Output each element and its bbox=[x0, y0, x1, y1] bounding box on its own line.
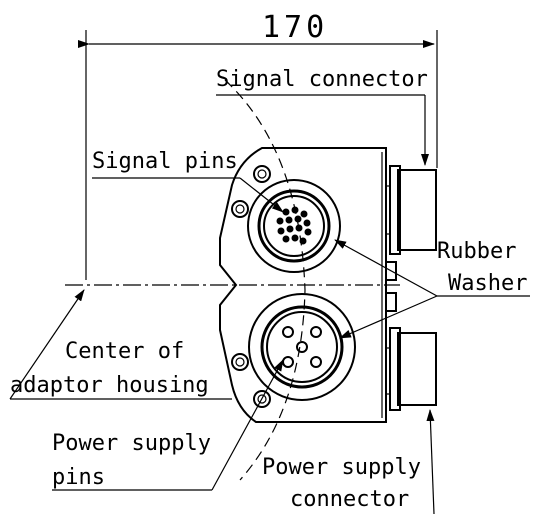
signal-connector bbox=[386, 165, 437, 255]
leader-center-of-housing bbox=[9, 289, 85, 400]
side-detail bbox=[385, 292, 397, 312]
leader-signal-pins bbox=[239, 177, 284, 213]
power-pin bbox=[282, 356, 294, 368]
power-pin bbox=[282, 326, 294, 338]
dimension-value: 170 bbox=[262, 10, 328, 45]
leader-washer-2 bbox=[339, 295, 438, 339]
label-center-of: Center of bbox=[65, 339, 184, 364]
label-power-supply-pins-2: pins bbox=[52, 465, 105, 490]
screw-top-1 bbox=[253, 165, 271, 183]
screw-top-2 bbox=[231, 200, 249, 218]
label-power-supply-pins-1: Power supply bbox=[52, 431, 211, 456]
power-pin bbox=[310, 326, 322, 338]
label-signal-pins: Signal pins bbox=[92, 149, 238, 174]
leader-power-supply-pins bbox=[211, 359, 284, 491]
power-pin bbox=[296, 341, 308, 353]
label-adaptor-housing: adaptor housing bbox=[10, 373, 209, 398]
power-supply-connector bbox=[386, 327, 437, 411]
label-power-supply-connector-2: connector bbox=[290, 487, 409, 512]
adaptor-housing bbox=[219, 147, 397, 423]
label-power-supply-connector-1: Power supply bbox=[262, 455, 421, 480]
dimension-170: 170 bbox=[78, 10, 438, 280]
label-rubber: Rubber bbox=[437, 239, 516, 264]
leader-washer-1 bbox=[334, 239, 438, 297]
power-pin bbox=[310, 356, 322, 368]
label-washer: Washer bbox=[448, 271, 527, 296]
leader-power-supply-connector bbox=[426, 409, 435, 514]
signal-pin-cluster bbox=[276, 206, 312, 245]
side-detail bbox=[385, 261, 397, 281]
screw-bottom-1 bbox=[231, 353, 249, 371]
signal-socket bbox=[247, 179, 341, 273]
power-socket bbox=[248, 293, 356, 401]
swing-radius-arc bbox=[224, 79, 306, 481]
screw-bottom-2 bbox=[253, 390, 271, 408]
label-signal-connector: Signal connector bbox=[216, 67, 428, 92]
